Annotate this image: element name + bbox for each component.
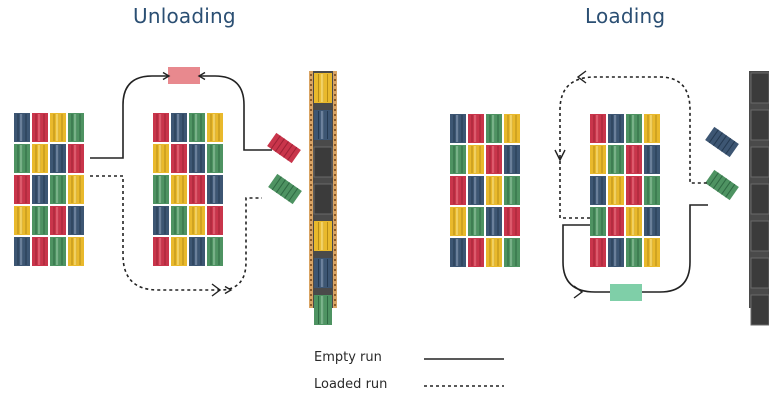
- crane-container-blue: [705, 126, 739, 158]
- empty-run-path-unloading-b: [197, 71, 272, 151]
- empty-run-path-loading-b: [642, 204, 708, 293]
- crane-container-green-loading: [705, 169, 739, 201]
- empty-run-path-loading: [562, 224, 610, 293]
- quay-ship-unloading: [309, 71, 337, 325]
- loaded-run-path-loading: [559, 76, 708, 219]
- container-buffer-unloading: [153, 113, 223, 266]
- loaded-run-path-unloading: [90, 175, 262, 291]
- empty-run-path-unloading: [90, 71, 171, 159]
- quay-ship-loading: [749, 71, 769, 326]
- loading-title: Loading: [585, 4, 666, 28]
- legend-empty-run-label: Empty run: [314, 350, 382, 365]
- crane-container-green: [268, 173, 302, 205]
- container-stack-left: [14, 113, 84, 266]
- legend-loaded-run-label: Loaded run: [314, 377, 388, 392]
- container-stack-right: [450, 114, 520, 267]
- vehicle-unloading: [168, 67, 200, 84]
- unloading-title: Unloading: [133, 4, 236, 28]
- container-buffer-loading: [590, 114, 660, 267]
- crane-container-red: [267, 132, 301, 164]
- vehicle-loading: [610, 284, 642, 301]
